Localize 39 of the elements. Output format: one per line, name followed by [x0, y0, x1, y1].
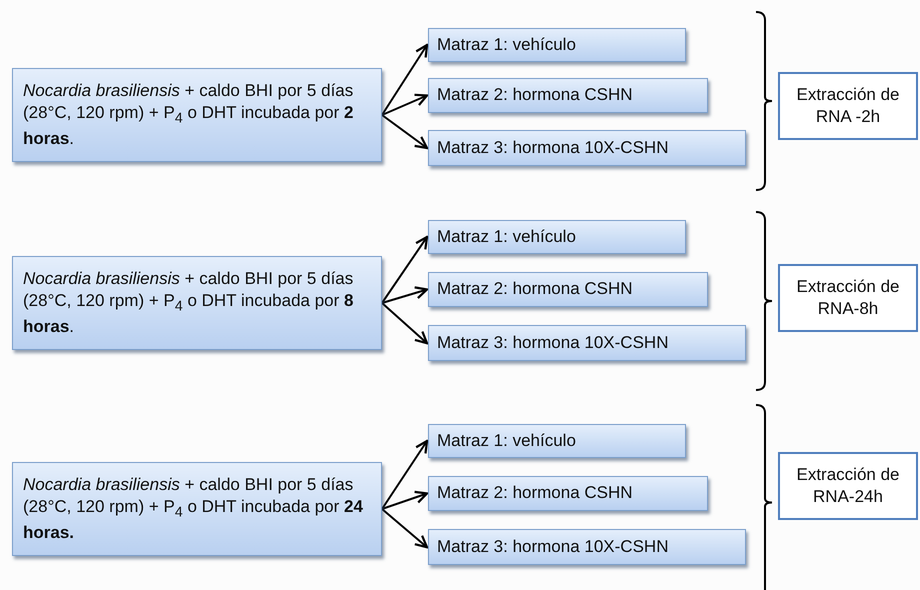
arrow: [382, 286, 428, 304]
node-text: Matraz 1: vehículo: [437, 34, 576, 56]
process-box: [12, 68, 382, 162]
node-text: Extracción de RNA -2h: [796, 84, 900, 128]
node-text: Extracción de RNA-8h: [796, 276, 900, 320]
flask-box: [428, 424, 686, 458]
flask-box: [428, 529, 746, 566]
flask-box: [428, 325, 746, 362]
flask-box: [428, 220, 686, 254]
node-text: Matraz 1: vehículo: [437, 430, 576, 452]
arrow: [381, 440, 428, 510]
arrow: [381, 114, 428, 150]
arrow: [381, 44, 428, 116]
node-text: Matraz 3: hormona 10X-CSHN: [437, 136, 668, 159]
flask-box: [428, 28, 686, 62]
node-text: Nocardia brasiliensis + caldo BHI por 5 días (28°C, 120 rpm) + P$_{4}$ o DHT incubada por 8 horas.: [23, 268, 354, 338]
node-text: Nocardia brasiliensis + caldo BHI por 5 días (28°C, 120 rpm) + P$_{4}$ o DHT incubada por 24 horas.: [23, 474, 364, 544]
node-text: Matraz 1: vehículo: [437, 226, 576, 248]
extraction-box: [778, 72, 918, 140]
node-text: Extracción de RNA-24h: [796, 464, 900, 508]
arrow: [382, 490, 428, 510]
flask-box: [428, 272, 708, 307]
node-text: Matraz 3: hormona 10X-CSHN: [437, 332, 668, 354]
node-text: Matraz 3: hormona 10X-CSHN: [437, 536, 668, 558]
flask-box: [428, 130, 746, 166]
node-text: Matraz 2: hormona CSHN: [437, 84, 633, 106]
node-text: Matraz 2: hormona CSHN: [437, 278, 633, 300]
process-box: [12, 462, 382, 556]
extraction-box: [778, 452, 918, 520]
flask-box: [428, 476, 708, 511]
node-text: Matraz 2: hormona CSHN: [437, 482, 633, 504]
arrow: [381, 302, 428, 344]
node-text: Nocardia brasiliensis + caldo BHI por 5 días (28°C, 120 rpm) + P$_{4}$ o DHT incubada por 2 horas.: [23, 80, 354, 150]
process-box: [12, 256, 382, 350]
arrow: [381, 236, 428, 304]
extraction-box: [778, 264, 918, 332]
flask-box: [428, 78, 708, 113]
arrow: [381, 508, 428, 548]
arrow: [382, 94, 428, 116]
